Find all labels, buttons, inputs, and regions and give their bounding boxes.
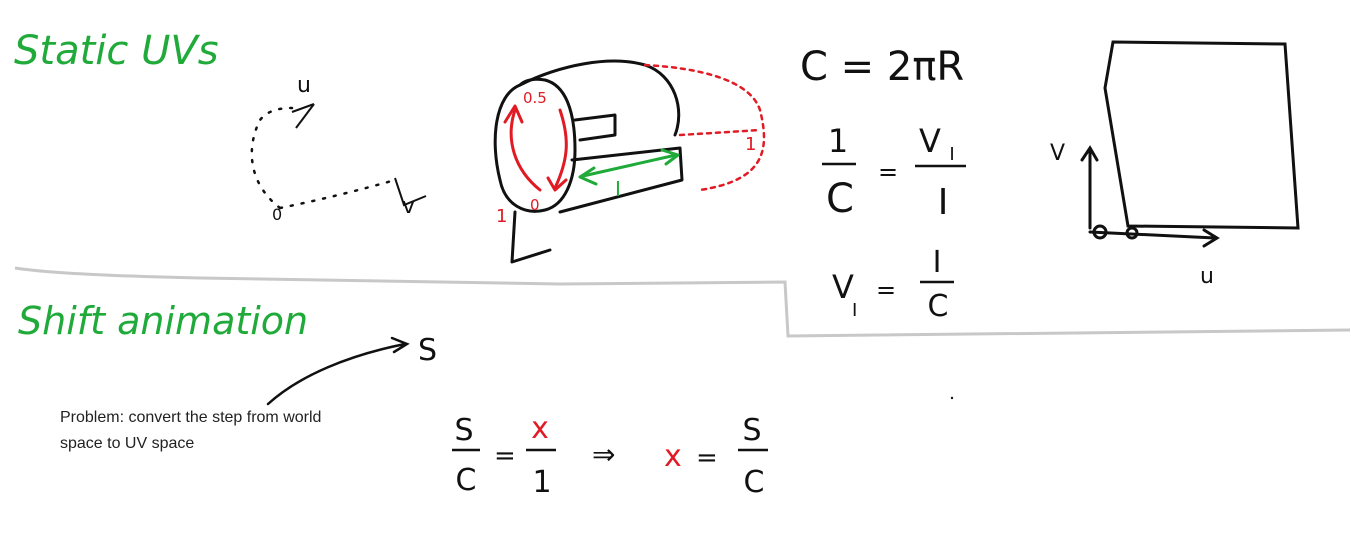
eq2-x: x <box>664 439 682 474</box>
tread-bottom-value: 0 <box>530 196 540 214</box>
eq-equals-2: = <box>696 443 718 473</box>
eq-one-denominator: 1 <box>532 465 551 500</box>
section-divider <box>14 266 1351 338</box>
axis-v-label: v <box>402 194 415 219</box>
step-label: S <box>418 333 437 368</box>
uv-square-v-label: V <box>1050 141 1065 166</box>
stray-dot <box>950 396 954 400</box>
step-arrow <box>266 336 410 406</box>
vi-numerator: I <box>933 245 942 280</box>
circumference-formula: C = 2πR <box>800 44 964 90</box>
step-conversion-equation: S C = x 1 ⇒ x = S C <box>452 411 768 500</box>
vi-denominator: C <box>928 289 949 324</box>
ratio-right-subscript: I <box>949 144 954 165</box>
eq-equals-1: = <box>494 441 516 471</box>
uv-square <box>1080 40 1300 248</box>
tread-length-label: I <box>615 177 621 201</box>
eq-x-numerator: x <box>531 411 549 446</box>
tread-sketch <box>493 59 766 264</box>
static-uvs-heading: Static UVs <box>14 28 219 74</box>
vi-formula: V I = I C <box>832 245 954 324</box>
tread-top-value: 0.5 <box>523 89 547 107</box>
vi-lhs: V <box>832 268 854 306</box>
ratio-left-denominator: C <box>826 176 854 222</box>
axis-u-label: u <box>297 73 311 98</box>
vi-equals: = <box>876 276 896 304</box>
axis-origin-label: 0 <box>272 205 282 224</box>
shift-animation-heading: Shift animation <box>18 299 308 343</box>
dotted-uv-axes <box>250 103 427 210</box>
eq-s-numerator: S <box>454 413 473 448</box>
eq-c-denominator: C <box>456 463 477 498</box>
tread-left-value: 1 <box>496 206 507 227</box>
eq2-s-numerator: S <box>742 413 761 448</box>
ratio-equals: = <box>878 158 898 186</box>
vi-subscript: I <box>852 300 857 321</box>
ratio-left-numerator: 1 <box>828 122 848 160</box>
ratio-right-numerator: V <box>919 122 941 160</box>
eq2-c-denominator: C <box>744 465 765 500</box>
ratio-right-denominator: I <box>938 182 949 223</box>
uv-square-u-label: u <box>1200 264 1214 289</box>
problem-statement: Problem: convert the step from world spa… <box>60 409 322 452</box>
eq-implies: ⇒ <box>592 438 615 471</box>
ratio-formula: 1 C = V I I <box>822 122 966 223</box>
tread-right-value: 1 <box>745 134 756 155</box>
